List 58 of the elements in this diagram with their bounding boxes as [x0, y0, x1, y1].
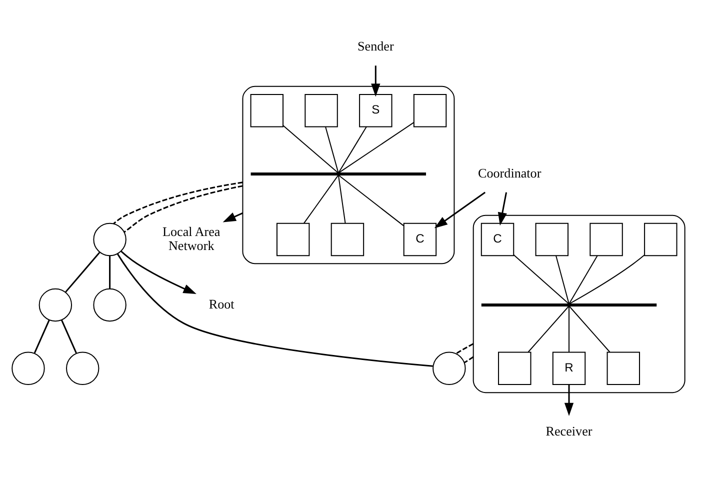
arrow	[222, 212, 244, 222]
connector	[568, 254, 645, 304]
connector	[109, 256, 111, 289]
node-text: Coordinator	[478, 165, 542, 180]
connector	[513, 254, 570, 304]
node-box	[330, 222, 364, 256]
node-circle	[12, 352, 45, 386]
arrow	[498, 192, 508, 226]
arrow	[434, 192, 486, 228]
connector	[456, 343, 474, 354]
node-box: S	[359, 94, 392, 128]
connector	[116, 254, 433, 367]
node-circle	[93, 222, 126, 256]
node-box	[498, 352, 532, 386]
node-box	[304, 94, 338, 128]
node-box	[276, 222, 310, 256]
connector	[464, 356, 474, 364]
connector	[124, 185, 243, 233]
node-box	[644, 222, 678, 256]
connector	[304, 174, 339, 224]
connector	[338, 122, 414, 174]
connector	[568, 256, 598, 304]
connector	[338, 126, 367, 174]
node-box	[590, 222, 623, 256]
node-circle	[432, 352, 466, 386]
connector	[338, 174, 404, 226]
connector	[34, 320, 50, 354]
node-text: Local Area Network	[162, 224, 220, 253]
connector	[282, 125, 339, 174]
node-box: R	[552, 352, 586, 386]
connector	[556, 256, 570, 304]
arrow	[371, 66, 380, 97]
connector	[568, 306, 570, 352]
connector	[60, 320, 77, 354]
node-text: Sender	[358, 38, 394, 54]
node-text: Receiver	[546, 423, 592, 438]
connector	[113, 182, 243, 224]
node-box: C	[480, 222, 514, 256]
arrow	[564, 384, 574, 416]
connector	[338, 175, 346, 224]
connector	[325, 126, 339, 174]
node-text: Root	[208, 296, 234, 312]
connector	[528, 306, 570, 352]
arrow	[120, 250, 196, 294]
node-circle	[38, 288, 72, 322]
cluster	[472, 214, 686, 394]
connector	[568, 306, 610, 352]
node-box	[535, 222, 568, 256]
node-box	[413, 94, 447, 128]
node-circle	[66, 352, 100, 386]
node-box	[250, 94, 284, 128]
cluster	[242, 86, 455, 264]
connector	[65, 252, 100, 293]
node-bar	[250, 172, 426, 176]
node-circle	[93, 288, 126, 322]
node-box: C	[403, 222, 437, 256]
node-bar	[481, 303, 657, 306]
node-box	[606, 352, 640, 386]
